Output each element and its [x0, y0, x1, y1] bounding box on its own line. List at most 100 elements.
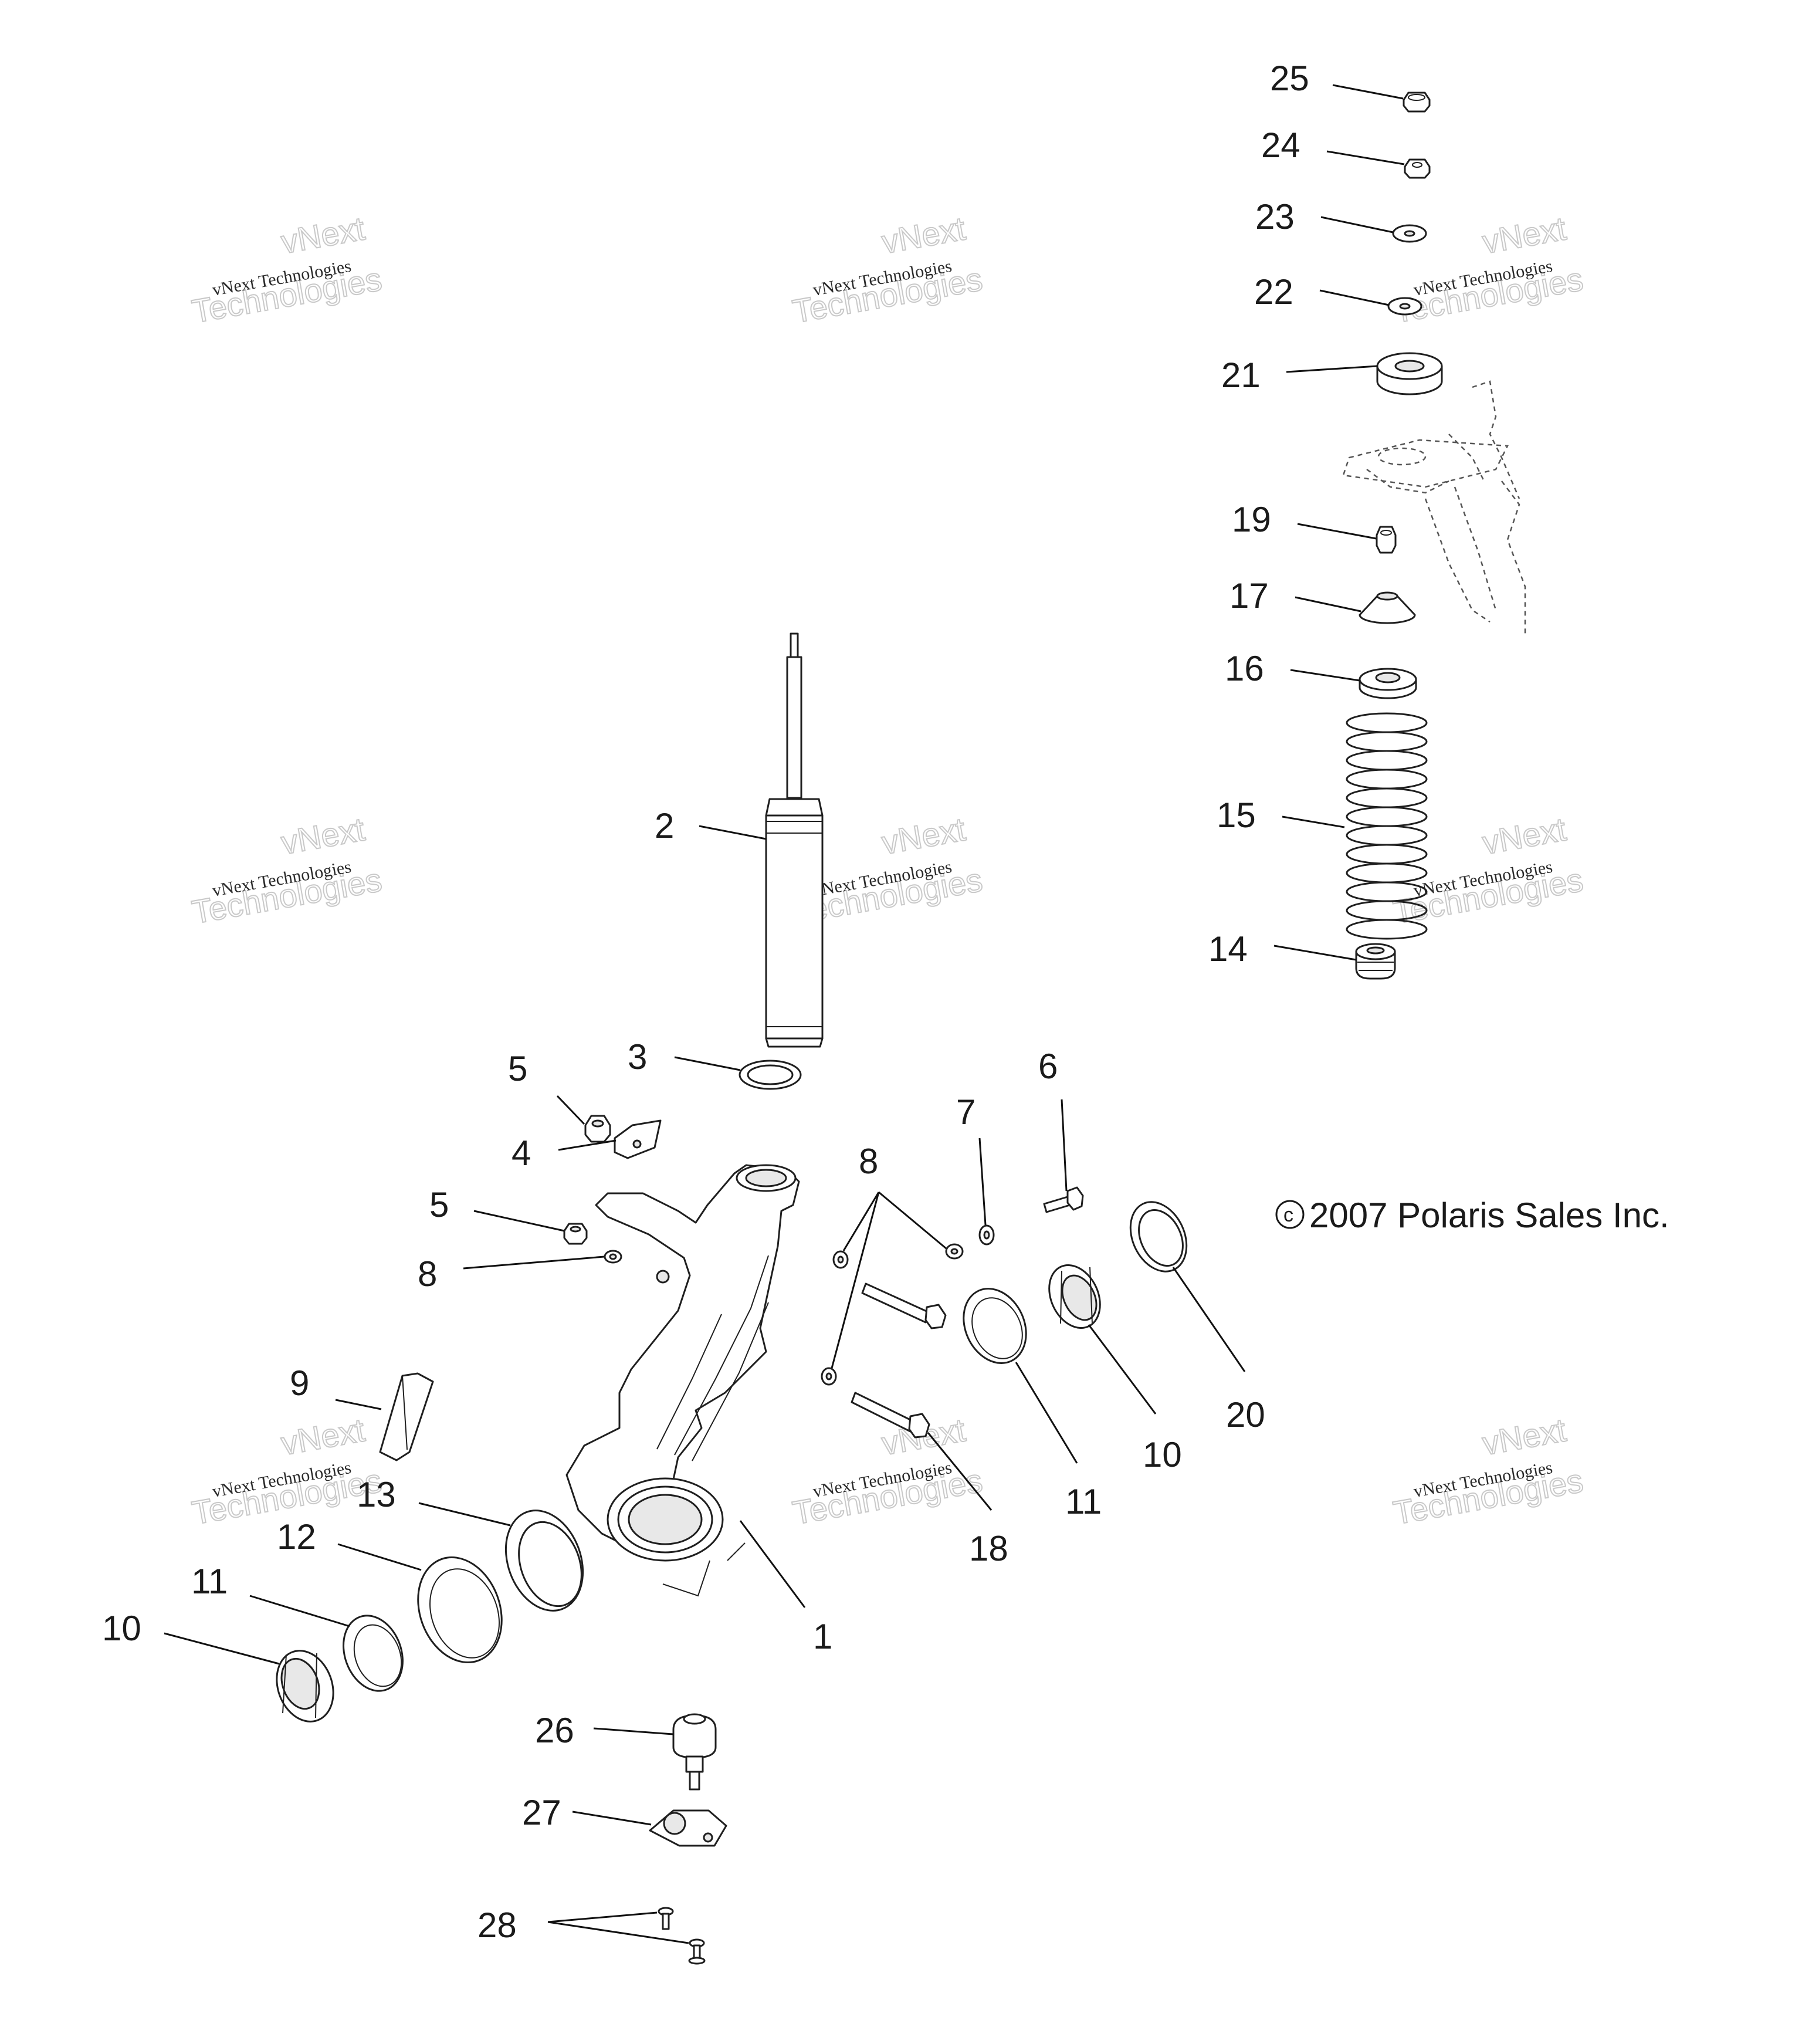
- leader-19: [1297, 523, 1377, 540]
- part-25-cap-nut: [1403, 92, 1431, 113]
- leader-23: [1320, 216, 1394, 233]
- leader-18: [927, 1432, 993, 1511]
- copyright-notice: c 2007 Polaris Sales Inc.: [1275, 1196, 1669, 1235]
- callout-8-left: 8: [418, 1254, 437, 1294]
- spring-coil: [1346, 825, 1428, 846]
- spring-coil: [1346, 844, 1428, 865]
- leader-8b: [878, 1191, 947, 1250]
- callout-13: 13: [357, 1475, 396, 1514]
- callout-6: 6: [1038, 1047, 1058, 1086]
- callout-22: 22: [1254, 272, 1293, 312]
- part-8-washer-right-b: [945, 1243, 964, 1260]
- spring-coil: [1346, 806, 1428, 827]
- callout-14: 14: [1208, 929, 1248, 969]
- callout-9: 9: [290, 1363, 309, 1403]
- callout-25: 25: [1270, 59, 1309, 98]
- watermark-big-top: vNext: [1479, 209, 1569, 260]
- watermark-big-top: vNext: [879, 209, 968, 260]
- part-18-bolt-lower: [851, 1392, 930, 1439]
- leader-21: [1286, 365, 1378, 373]
- copyright-circle: [1275, 1200, 1305, 1229]
- part-17-cone-washer: [1359, 591, 1416, 624]
- leader-12: [337, 1543, 422, 1571]
- callout-17: 17: [1229, 576, 1269, 615]
- callout-21: 21: [1221, 356, 1261, 395]
- part-11-bearing-cup-left: [343, 1615, 404, 1692]
- spring-coil: [1346, 919, 1428, 940]
- leader-2: [699, 825, 767, 840]
- leader-11r: [1015, 1362, 1078, 1464]
- part-23-washer: [1392, 224, 1427, 243]
- spring-coil: [1346, 750, 1428, 771]
- callout-19: 19: [1232, 500, 1271, 539]
- leader-lines: [164, 84, 1405, 1944]
- callout-18: 18: [969, 1529, 1008, 1568]
- watermark-big-top: vNext: [1479, 810, 1569, 861]
- spring-coil: [1346, 769, 1428, 790]
- leader-17: [1295, 596, 1361, 612]
- part-8-washer-right-a: [832, 1250, 849, 1269]
- copyright-text: 2007 Polaris Sales Inc.: [1309, 1196, 1669, 1235]
- part-28-screw-b: [688, 1938, 706, 1965]
- leader-16: [1290, 669, 1360, 682]
- part-21-bushing: [1376, 352, 1443, 395]
- leader-4: [558, 1139, 617, 1151]
- part-9-shim: [379, 1372, 434, 1461]
- callout-10-right: 10: [1143, 1435, 1182, 1474]
- callout-4: 4: [512, 1133, 531, 1173]
- callout-27: 27: [522, 1793, 561, 1832]
- callout-7: 7: [956, 1092, 975, 1132]
- callout-labels: 25 24 23 22 21 19 17 16 15 14 2 3 5 4 5 …: [102, 59, 1309, 1945]
- callout-24: 24: [1261, 126, 1300, 165]
- leader-11l: [249, 1595, 350, 1627]
- leader-1: [739, 1520, 806, 1608]
- callout-2: 2: [655, 806, 674, 845]
- spring-coil: [1346, 731, 1428, 752]
- part-14-bump-stop: [1355, 943, 1396, 980]
- part-19-jam-nut: [1376, 526, 1397, 554]
- part-8-washer-right-c: [821, 1367, 837, 1386]
- part-16-spring-seat: [1359, 668, 1417, 699]
- leader-14: [1273, 945, 1357, 961]
- callout-20: 20: [1226, 1395, 1265, 1434]
- part-26-ball-joint: [672, 1713, 717, 1791]
- callout-5-lower: 5: [429, 1185, 449, 1224]
- spring-coil: [1346, 862, 1428, 884]
- copyright-symbol: c: [1283, 1204, 1293, 1226]
- leader-22: [1319, 289, 1390, 306]
- leader-28a: [547, 1911, 658, 1923]
- part-18-bolt-upper: [861, 1282, 947, 1329]
- leader-10r: [1088, 1324, 1157, 1414]
- part-5-nut-upper: [584, 1115, 611, 1143]
- part-3-o-ring: [739, 1060, 802, 1090]
- part-10-bearing-left: [276, 1650, 334, 1722]
- callout-28: 28: [477, 1906, 517, 1945]
- watermark-big-top: vNext: [278, 810, 367, 861]
- part-6-bolt: [1043, 1186, 1084, 1213]
- leader-5a: [556, 1095, 585, 1125]
- callout-8-right: 8: [859, 1142, 878, 1181]
- watermark-big-top: vNext: [278, 209, 367, 260]
- leader-6: [1061, 1099, 1068, 1192]
- part-5-nut-lower: [563, 1223, 588, 1245]
- callout-10-left: 10: [102, 1609, 141, 1648]
- leader-8l: [463, 1255, 605, 1270]
- leader-3: [674, 1056, 741, 1071]
- callout-3: 3: [628, 1037, 647, 1077]
- callout-15: 15: [1217, 796, 1256, 835]
- leader-27: [572, 1811, 652, 1826]
- part-10-bearing-right: [1048, 1264, 1101, 1329]
- parts-layer: [276, 92, 1526, 1965]
- callout-16: 16: [1225, 649, 1264, 688]
- callout-1: 1: [813, 1617, 832, 1656]
- part-2-shock-absorber: [765, 632, 824, 1048]
- callout-12: 12: [277, 1517, 316, 1556]
- callout-11-right: 11: [1065, 1482, 1102, 1521]
